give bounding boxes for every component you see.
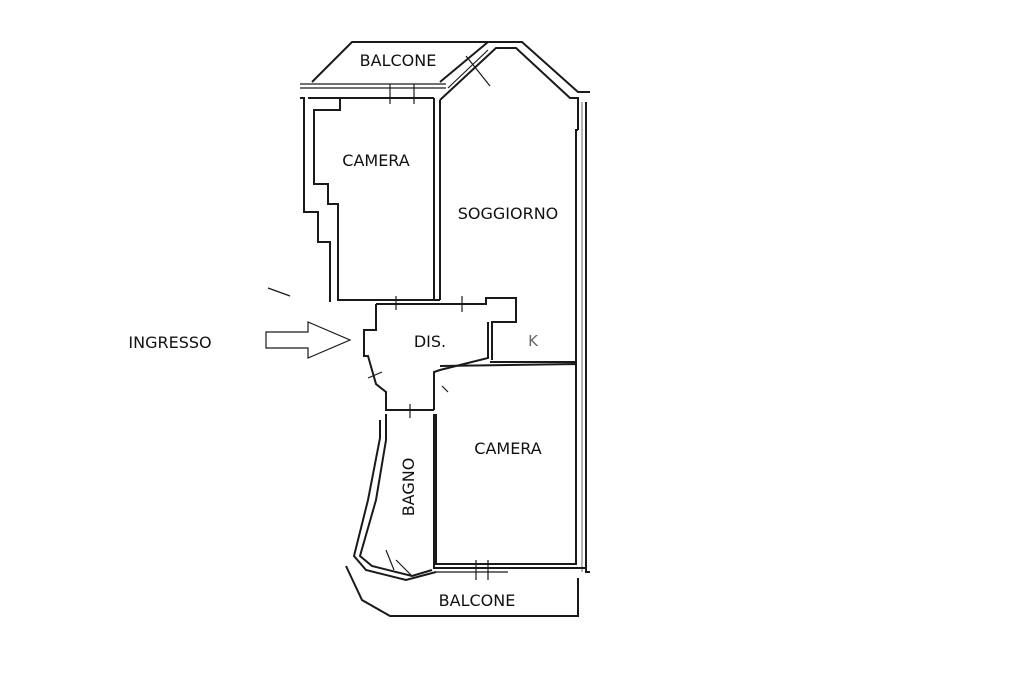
label-ingresso: INGRESSO [128, 333, 211, 352]
label-balcone-top: BALCONE [360, 51, 437, 70]
entrance-arrow-icon [265, 321, 352, 359]
label-camera-top: CAMERA [342, 151, 410, 170]
room-soggiorno [490, 102, 590, 573]
room-camera-bottom [433, 362, 586, 569]
label-dis: DIS. [414, 332, 446, 351]
label-bagno: BAGNO [399, 458, 418, 517]
room-bagno [352, 414, 437, 582]
room-dis [363, 296, 517, 418]
label-k: K [528, 332, 539, 350]
balcony-top [300, 41, 491, 89]
wall-angled-top-right [439, 41, 590, 130]
balcony-bottom [345, 560, 579, 617]
label-soggiorno: SOGGIORNO [458, 204, 559, 223]
label-balcone-bottom: BALCONE [439, 591, 516, 610]
label-camera-bottom: CAMERA [474, 439, 542, 458]
room-camera-top [267, 84, 441, 302]
